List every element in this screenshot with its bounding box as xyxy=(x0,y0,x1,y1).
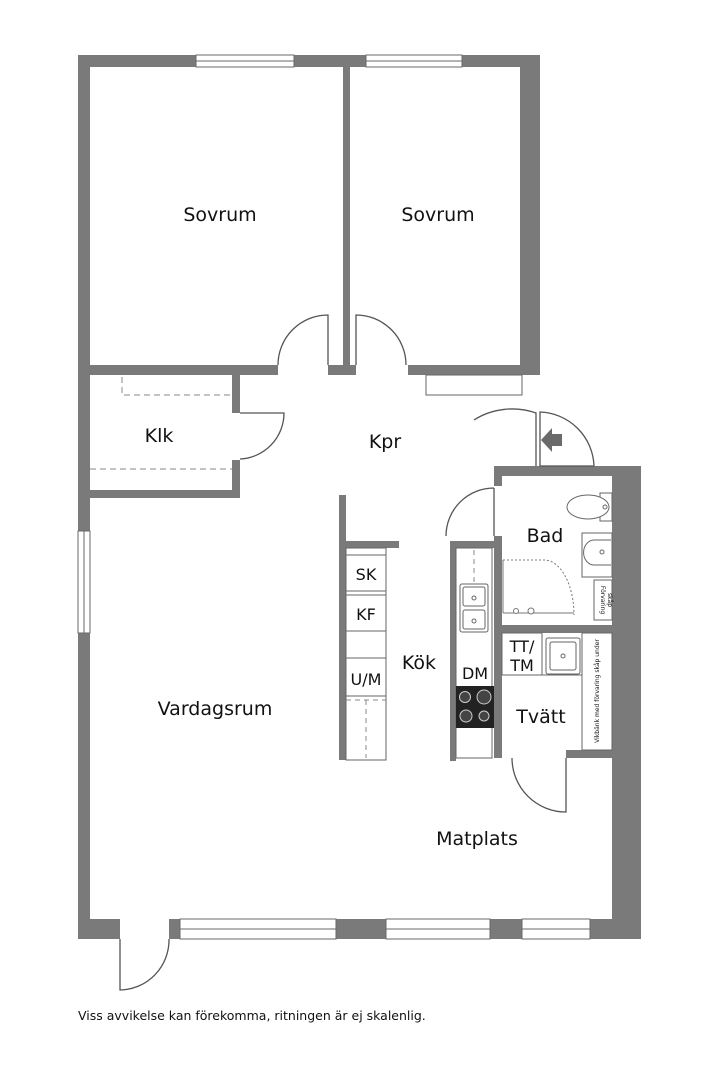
laundry-sink-icon xyxy=(545,637,581,675)
door-entrance-leaf xyxy=(473,408,537,466)
door-entrance xyxy=(539,411,595,467)
entrance-arrow-icon xyxy=(541,428,562,452)
washbasin-icon xyxy=(581,532,613,578)
kitchen-sink-icon xyxy=(459,583,489,633)
walls xyxy=(78,55,641,939)
fixture-label-freezer: SK xyxy=(356,565,377,584)
fixture-label-bath-storage-2: skåp xyxy=(606,593,613,607)
room-label-bedroom-right: Sovrum xyxy=(401,204,474,226)
door-bedroom-right xyxy=(355,314,407,366)
room-label-closet: Klk xyxy=(145,425,174,447)
disclaimer-note: Viss avvikelse kan förekomma, ritningen … xyxy=(78,1008,426,1023)
fixture-label-bath-storage-1: Förvaring xyxy=(599,586,606,615)
windows xyxy=(77,54,591,940)
fixture-label-washer-1: TT/ xyxy=(509,637,535,656)
door-balcony xyxy=(119,938,170,991)
room-label-living: Vardagsrum xyxy=(158,698,273,720)
island-dashes xyxy=(346,699,386,758)
stove-icon xyxy=(456,686,494,728)
kitchen-island xyxy=(345,547,387,761)
room-label-bedroom-left: Sovrum xyxy=(183,204,256,226)
room-label-hall: Kpr xyxy=(369,431,402,453)
room-label-laundry: Tvätt xyxy=(515,706,565,728)
fixture-label-microwave: U/M xyxy=(351,670,382,689)
door-closet xyxy=(239,412,285,460)
toilet-icon xyxy=(566,492,613,522)
doors xyxy=(119,314,595,991)
fixture-label-washer-2: TM xyxy=(509,656,534,675)
fixture-label-laundry-bench: Vikbänk med förvaring skåp under xyxy=(594,639,601,743)
room-label-kitchen: Kök xyxy=(402,652,436,674)
hall-wardrobe xyxy=(425,374,523,396)
door-bedroom-left xyxy=(277,314,329,366)
door-bathroom xyxy=(445,487,495,537)
laundry-bench xyxy=(581,632,613,751)
door-laundry xyxy=(511,757,567,813)
storage-lines xyxy=(90,377,232,470)
room-label-bathroom: Bad xyxy=(527,525,564,547)
fixture-label-dishwasher: DM xyxy=(462,664,488,683)
room-label-dining: Matplats xyxy=(436,828,518,850)
shower-icon xyxy=(502,559,575,616)
bath-storage-cabinet xyxy=(593,579,613,621)
fixture-label-fridge: KF xyxy=(356,605,376,624)
